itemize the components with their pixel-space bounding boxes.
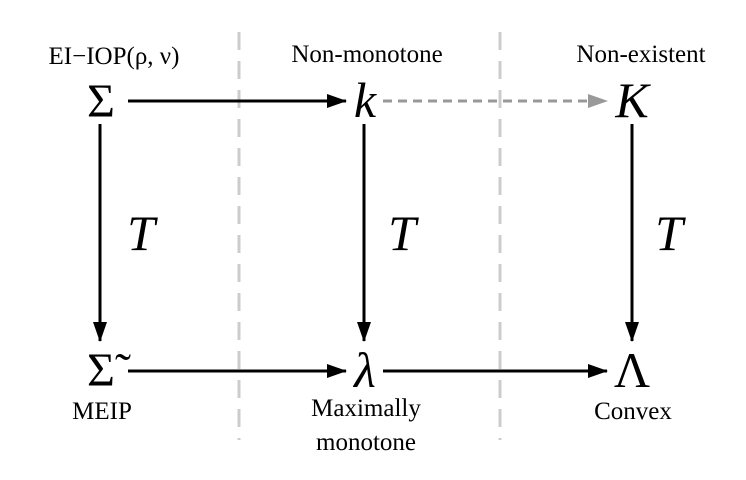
symbol-lambda: λ [352,342,376,398]
transform-label-middle: T [388,205,419,261]
symbol-K: K [614,72,651,128]
label-maximally: Maximally [311,395,421,422]
label-meip: MEIP [72,398,132,425]
symbol-Lambda: Λ [614,342,650,398]
transform-label-right: T [655,205,686,261]
label-convex: Convex [594,398,672,425]
label-non-existent: Non-existent [576,41,705,68]
label-non-monotone: Non-monotone [291,41,442,68]
label-monotone: monotone [316,429,416,456]
label-ei-iop: EI−IOP(ρ, ν) [49,43,180,70]
symbol-sigma-tilde: Σ̃ [87,344,131,397]
symbol-sigma: Σ [87,75,115,128]
symbol-k: k [354,72,377,128]
transform-label-left: T [127,205,158,261]
